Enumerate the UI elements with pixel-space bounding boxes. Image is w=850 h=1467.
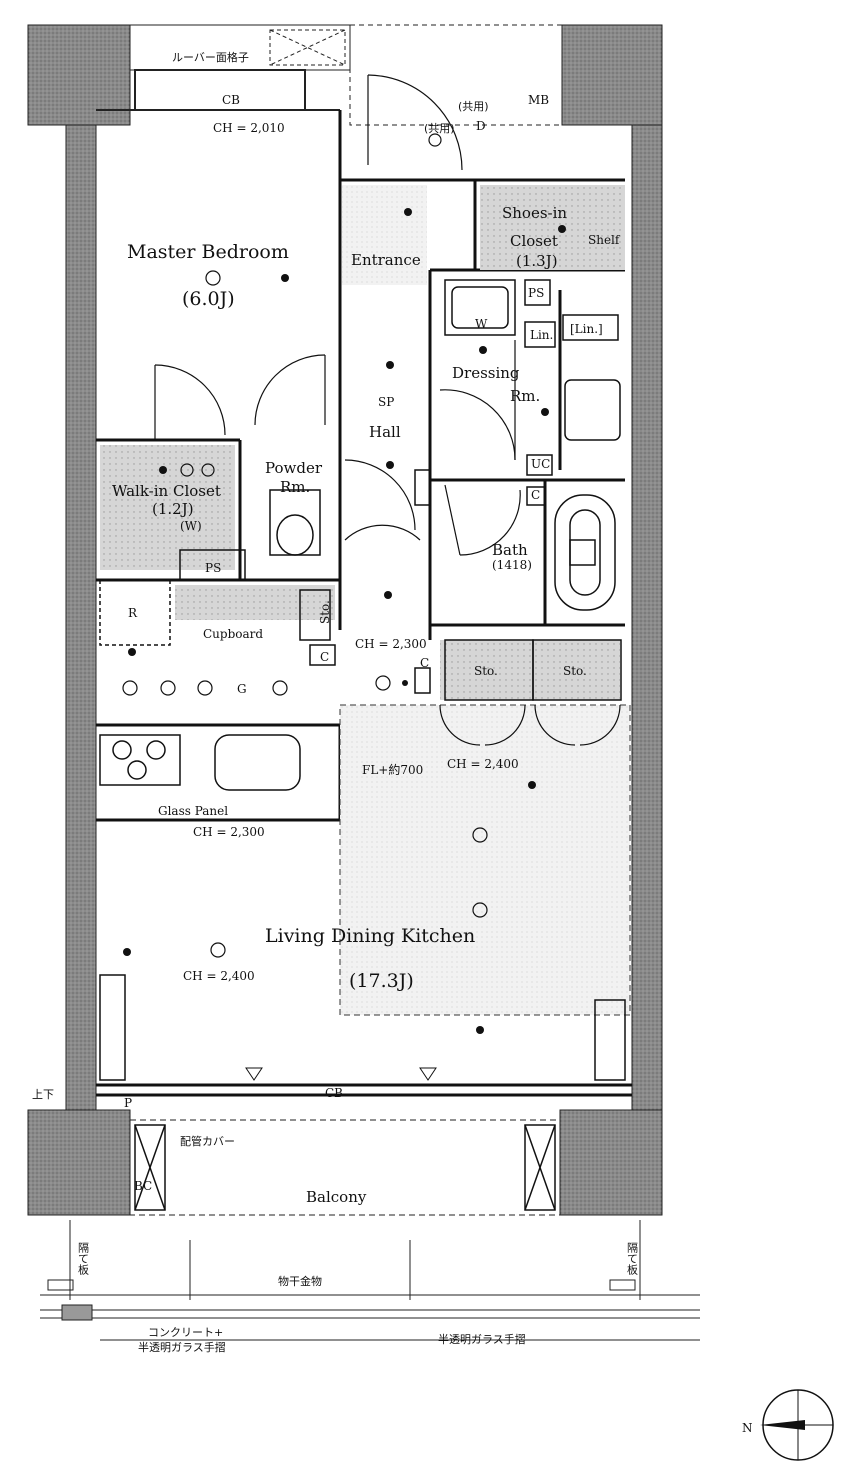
room-r: R [128,606,138,620]
room-master-bedroom: Master Bedroom [127,241,289,263]
room-shoes-closet-line2: Closet [510,232,558,250]
label-c1: C [531,488,540,502]
label-kyoyo2: (共用) [424,122,455,135]
label-pipe-cover: 配管カバー [180,1134,235,1148]
label-north: N [742,1421,753,1435]
room-powder-line2: Rm. [280,478,310,496]
label-d: D [476,119,486,133]
room-walkin: Walk-in Closet [112,482,221,500]
room-ps-mid: PS [205,561,221,575]
balcony-railing [40,1119,700,1341]
room-ldk-size: (17.3J) [349,970,414,992]
label-ch-2010: CH = 2,010 [213,121,285,135]
north-compass-icon [760,1389,834,1461]
room-ldk: Living Dining Kitchen [265,925,475,947]
label-c2: C [320,650,329,664]
room-hall: Hall [369,423,401,441]
room-bath: Bath [492,541,528,559]
room-dressing-line1: Dressing [452,364,520,382]
doors [154,74,621,746]
room-balcony: Balcony [306,1188,367,1206]
louver-area [96,24,563,126]
room-shelf: Shelf [588,233,621,247]
room-walkin-w: (W) [180,519,202,533]
room-powder-line1: Powder [265,459,323,477]
label-p: P [124,1096,132,1110]
room-sp: SP [378,395,394,409]
label-ch-2400-b: CH = 2,400 [183,969,255,983]
room-entrance: Entrance [351,251,421,269]
label-ch-2400-a: CH = 2,400 [447,757,519,771]
room-sto2: Sto. [563,664,587,678]
room-dressing-line2: Rm. [510,387,540,405]
label-partition-left: 隔て板 [77,1242,90,1276]
light-markers [123,208,566,1034]
room-shoes-closet-line1: Shoes-in [502,204,567,222]
room-lin2: [Lin.] [570,322,603,336]
label-concrete: コンクリート+ [148,1326,223,1339]
room-walkin-size: (1.2J) [152,500,194,518]
label-bc: BC [134,1179,152,1193]
fixtures [99,279,626,1211]
label-cb-bottom: CB [325,1086,343,1100]
room-sto-small: Sto. [318,600,332,624]
label-glass-panel: Glass Panel [158,804,228,818]
room-mb: MB [528,93,549,107]
label-g: G [237,682,247,696]
label-partition-right: 隔て板 [626,1242,639,1276]
label-fl-700: FL+約700 [362,762,423,777]
marker-triangles [245,1067,437,1081]
label-louver: ルーバー面格子 [172,50,249,64]
label-cb-top: CB [222,93,240,107]
floor-textures [100,185,631,1016]
room-sto1: Sto. [474,664,498,678]
room-cupboard: Cupboard [203,627,263,641]
outer-walls [27,24,663,1216]
label-semi-glass-right: 半透明ガラス手摺 [438,1332,526,1346]
label-ue-shita: 上下 [32,1088,54,1101]
room-master-bedroom-size: (6.0J) [182,288,235,310]
label-monohoshi: 物干金物 [278,1274,322,1288]
label-ch-2300-kit: CH = 2,300 [193,825,265,839]
room-shoes-closet-size: (1.3J) [516,252,558,270]
room-w: W [475,317,488,331]
room-lin1: Lin. [530,328,553,342]
room-uc: UC [531,457,550,471]
room-ps-top: PS [528,286,544,300]
label-ch-2300-hall: CH = 2,300 [355,637,427,651]
label-c3: C [420,656,429,670]
room-bath-size: (1418) [492,558,532,572]
label-kyoyo1: (共用) [458,100,489,113]
label-semi-glass-left: 半透明ガラス手摺 [138,1340,226,1354]
outlet-markers [122,133,488,958]
